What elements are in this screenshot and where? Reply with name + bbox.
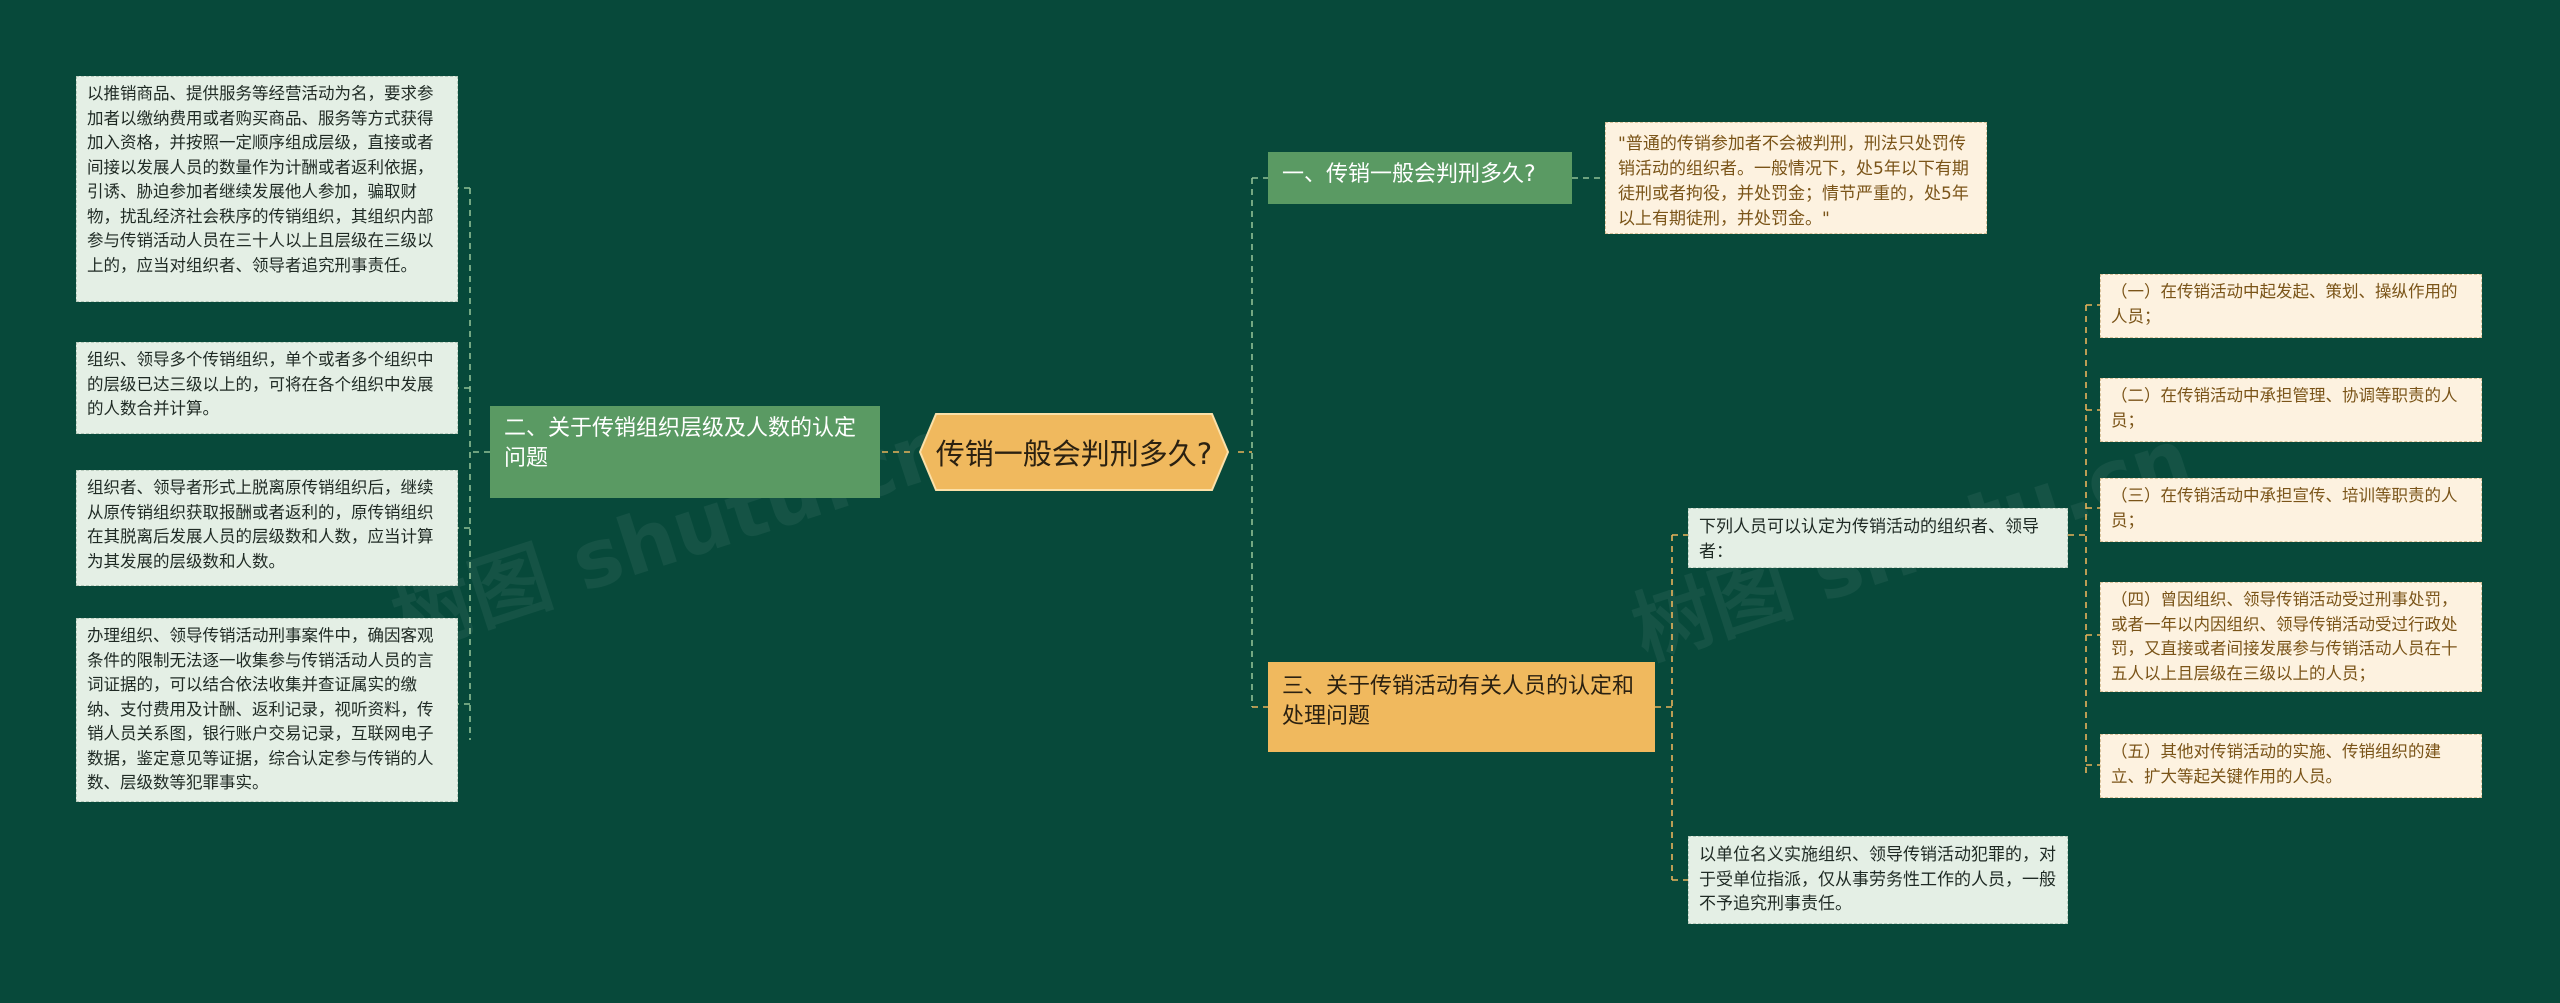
leaf-organizer-item-1[interactable]: （一）在传销活动中起发起、策划、操纵作用的人员； [2100,274,2482,338]
leaf-organizer-item-2-text: （二）在传销活动中承担管理、协调等职责的人员； [2111,386,2458,430]
leaf-after-leaving[interactable]: 组织者、领导者形式上脱离原传销组织后，继续从原传销组织获取报酬或者返利的，原传销… [76,470,458,586]
branch-related-persons[interactable]: 三、关于传销活动有关人员的认定和处理问题 [1268,662,1655,752]
leaf-organizer-item-3-text: （三）在传销活动中承担宣传、培训等职责的人员； [2111,486,2458,530]
leaf-unit-labor-staff-text: 以单位名义实施组织、领导传销活动犯罪的，对于受单位指派，仅从事劳务性工作的人员，… [1699,845,2056,914]
leaf-organizer-item-1-text: （一）在传销活动中起发起、策划、操纵作用的人员； [2111,282,2458,326]
leaf-organizer-item-4-text: （四）曾因组织、领导传销活动受过刑事处罚，或者一年以内因组织、领导传销活动受过行… [2111,590,2458,683]
leaf-level-definition[interactable]: 以推销商品、提供服务等经营活动为名，要求参加者以缴纳费用或者购买商品、服务等方式… [76,76,458,302]
leaf-organizer-item-5[interactable]: （五）其他对传销活动的实施、传销组织的建立、扩大等起关键作用的人员。 [2100,734,2482,798]
leaf-sentence-quote-text: "普通的传销参加者不会被判刑，刑法只处罚传销活动的组织者。一般情况下，处5年以下… [1618,134,1969,229]
leaf-organizer-item-4[interactable]: （四）曾因组织、领导传销活动受过刑事处罚，或者一年以内因组织、领导传销活动受过行… [2100,582,2482,692]
branch-organization-levels-label: 二、关于传销组织层级及人数的认定问题 [504,416,857,471]
leaf-evidence-text: 办理组织、领导传销活动刑事案件中，确因客观条件的限制无法逐一收集参与传销活动人员… [87,626,434,792]
leaf-multiple-organizations[interactable]: 组织、领导多个传销组织，单个或者多个组织中的层级已达三级以上的，可将在各个组织中… [76,342,458,434]
center-hexagon-shape [918,413,1230,491]
leaf-organizer-item-2[interactable]: （二）在传销活动中承担管理、协调等职责的人员； [2100,378,2482,442]
leaf-organizer-item-5-text: （五）其他对传销活动的实施、传销组织的建立、扩大等起关键作用的人员。 [2111,742,2441,786]
branch-sentence-length[interactable]: 一、传销一般会判刑多久? [1268,152,1572,204]
leaf-unit-labor-staff[interactable]: 以单位名义实施组织、领导传销活动犯罪的，对于受单位指派，仅从事劳务性工作的人员，… [1688,836,2068,924]
center-topic-label: 传销一般会判刑多久? [935,437,1213,471]
leaf-after-leaving-text: 组织者、领导者形式上脱离原传销组织后，继续从原传销组织获取报酬或者返利的，原传销… [87,478,434,571]
leaf-level-definition-text: 以推销商品、提供服务等经营活动为名，要求参加者以缴纳费用或者购买商品、服务等方式… [87,84,434,275]
leaf-multiple-organizations-text: 组织、领导多个传销组织，单个或者多个组织中的层级已达三级以上的，可将在各个组织中… [87,350,434,418]
leaf-sentence-quote[interactable]: "普通的传销参加者不会被判刑，刑法只处罚传销活动的组织者。一般情况下，处5年以下… [1605,122,1987,234]
leaf-evidence[interactable]: 办理组织、领导传销活动刑事案件中，确因客观条件的限制无法逐一收集参与传销活动人员… [76,618,458,802]
leaf-organizer-list-intro-text: 下列人员可以认定为传销活动的组织者、领导者： [1699,517,2039,562]
leaf-organizer-list-intro[interactable]: 下列人员可以认定为传销活动的组织者、领导者： [1688,508,2068,568]
branch-related-persons-label: 三、关于传销活动有关人员的认定和处理问题 [1282,674,1635,729]
center-topic[interactable]: 传销一般会判刑多久? [908,412,1240,492]
branch-sentence-length-label: 一、传销一般会判刑多久? [1282,162,1536,187]
leaf-organizer-item-3[interactable]: （三）在传销活动中承担宣传、培训等职责的人员； [2100,478,2482,542]
branch-organization-levels[interactable]: 二、关于传销组织层级及人数的认定问题 [490,406,880,498]
